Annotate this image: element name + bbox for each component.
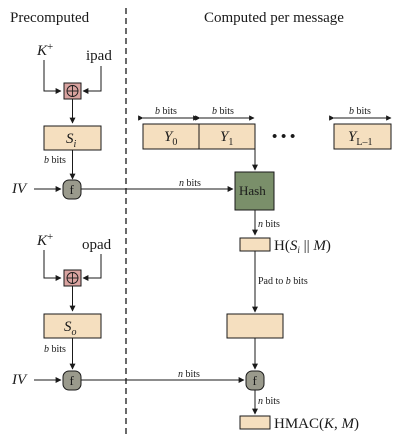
k-plus-to-xor-line-outer — [43, 250, 62, 281]
iv-label-inner: IV — [11, 181, 28, 197]
opad-to-xor-line — [82, 254, 102, 281]
y0-box — [142, 123, 200, 150]
n-bits-label-inner: n bits — [179, 178, 201, 189]
padded-box — [226, 313, 284, 339]
b-bits-label-si: b bits — [44, 155, 66, 166]
ipad-to-xor-line — [82, 66, 102, 94]
hmac-box — [239, 415, 271, 430]
n-bits-label-final: n bits — [258, 396, 280, 407]
yl-box — [333, 123, 392, 150]
y1-label: Y1 — [220, 129, 233, 148]
b-bits-label-y0: b bits — [155, 106, 177, 117]
y0-label: Y0 — [164, 129, 177, 148]
pad-to-b-bits-label: Pad to b bits — [258, 276, 308, 287]
b-bits-label-so: b bits — [44, 344, 66, 355]
h-result-label: H(Si || M) — [274, 238, 331, 255]
header-computed-per-message: Computed per message — [204, 10, 344, 26]
f-label-outer-left: f — [70, 373, 75, 388]
ellipsis: • • • — [272, 129, 295, 145]
header-precomputed: Precomputed — [10, 10, 90, 26]
yl-label: YL–1 — [348, 129, 372, 148]
ipad-label: ipad — [86, 48, 112, 64]
k-plus-to-xor-line — [43, 60, 62, 94]
hash-box — [234, 171, 275, 211]
n-bits-label-hash: n bits — [258, 219, 280, 230]
y1-box — [198, 123, 256, 150]
k-plus-label: K+ — [36, 41, 53, 59]
si-label: Si — [66, 131, 77, 150]
hash-label: Hash — [239, 183, 266, 198]
f-label-inner: f — [70, 182, 75, 197]
b-bits-label-yl: b bits — [349, 106, 371, 117]
h-result-box — [239, 237, 271, 252]
iv-label-outer: IV — [11, 372, 28, 388]
n-bits-label-outer: n bits — [178, 369, 200, 380]
opad-label: opad — [82, 237, 112, 253]
si-box — [43, 125, 102, 151]
so-box — [43, 313, 102, 339]
k-plus-label-outer: K+ — [36, 231, 53, 249]
so-label: So — [64, 319, 77, 338]
hmac-label: HMAC(K, M) — [274, 416, 359, 432]
f-label-outer-right: f — [253, 373, 258, 388]
b-bits-label-y1: b bits — [212, 106, 234, 117]
